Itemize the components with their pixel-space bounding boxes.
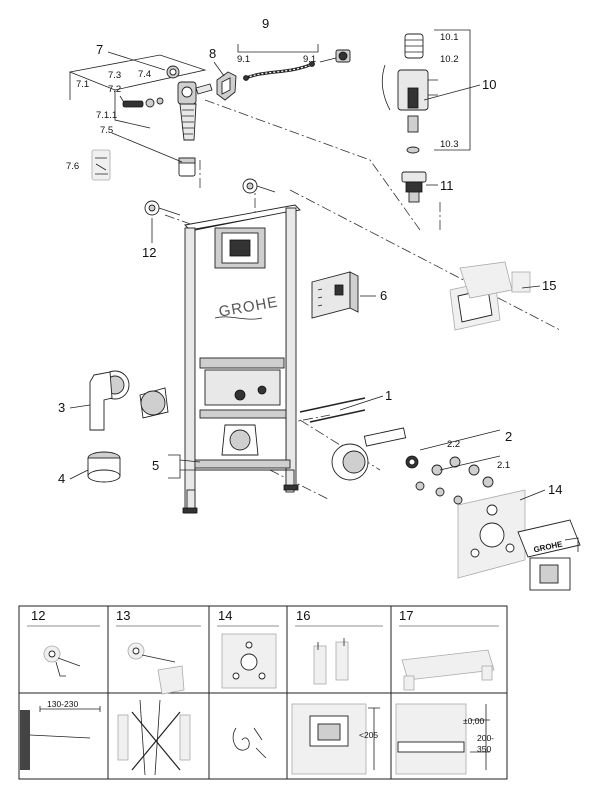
table-header-14: 14 [218, 608, 232, 623]
cell-17-icon [395, 649, 495, 775]
label-2: 2 [505, 429, 512, 444]
label-10-3: 10.3 [440, 139, 459, 150]
table-header-12: 12 [31, 608, 45, 623]
label-1: 1 [385, 388, 392, 403]
label-9-1-right: 9.1 [303, 54, 316, 65]
label-9-1-left: 9.1 [237, 54, 250, 65]
label-7-1-1: 7.1.1 [96, 110, 117, 121]
label-2-2: 2.2 [447, 439, 460, 450]
label-7-3: 7.3 [108, 70, 121, 81]
hose-9 [237, 44, 351, 81]
label-11: 11 [440, 178, 454, 193]
label-10: 10 [482, 77, 496, 92]
dim-0: ±0,00 [463, 716, 484, 726]
dim-130-230: 130-230 [47, 699, 78, 709]
label-8: 8 [209, 46, 216, 61]
label-5: 5 [152, 458, 159, 473]
cell-12-icon [20, 645, 101, 770]
cap-4 [87, 451, 121, 483]
cell-13-icon [117, 642, 191, 776]
actuator-frame-15 [449, 261, 531, 331]
label-7-1: 7.1 [76, 79, 89, 90]
label-4: 4 [58, 471, 65, 486]
label-7: 7 [96, 42, 103, 57]
cell-16-icon [291, 638, 380, 775]
label-7-4: 7.4 [138, 69, 151, 80]
wall-anchor-12 [144, 178, 276, 216]
dim-205: <205 [359, 730, 378, 740]
cell-14-icon [221, 633, 277, 759]
installation-frame: GROHE [182, 204, 301, 514]
label-9: 9 [262, 16, 269, 31]
label-7-2: 7.2 [108, 84, 121, 95]
bolts-1 [299, 397, 407, 447]
table-header-17: 17 [399, 608, 413, 623]
valve-base-11 [401, 171, 427, 203]
bracket-8 [216, 71, 237, 101]
label-6: 6 [380, 288, 387, 303]
elbow-3 [89, 370, 169, 431]
flush-valve-10 [381, 33, 438, 154]
fill-valve-group [68, 54, 213, 181]
label-15: 15 [542, 278, 556, 293]
dim-200: 200- [477, 733, 494, 743]
label-2-1: 2.1 [497, 460, 510, 471]
label-14: 14 [548, 482, 562, 497]
label-10-1: 10.1 [440, 32, 459, 43]
label-3: 3 [58, 400, 65, 415]
label-7-6: 7.6 [66, 161, 79, 172]
label-12: 12 [142, 245, 156, 260]
dim-350: 350 [477, 744, 491, 754]
table-header-16: 16 [296, 608, 310, 623]
label-7-5: 7.5 [100, 125, 113, 136]
connector-set-2 [331, 443, 494, 505]
cover-box-6 [311, 271, 359, 319]
sound-insulation-14: GROHE [457, 489, 581, 591]
label-10-2: 10.2 [440, 54, 459, 65]
table-header-13: 13 [116, 608, 130, 623]
